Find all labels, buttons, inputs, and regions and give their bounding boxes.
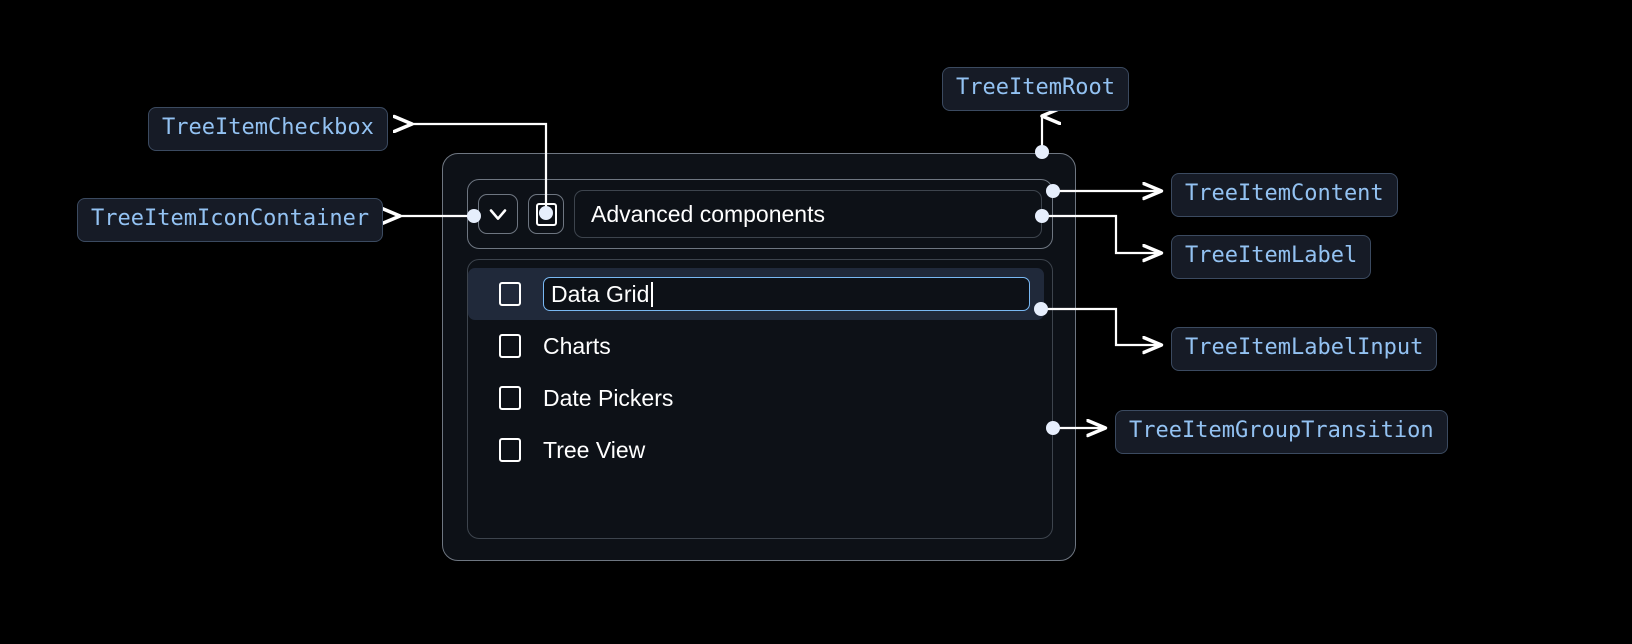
tree-item-content[interactable]: Advanced components: [467, 179, 1053, 249]
tree-item-row-date-pickers[interactable]: Date Pickers: [468, 372, 1052, 424]
badge-tree-item-label-input: TreeItemLabelInput: [1171, 327, 1438, 371]
tree-item-row-charts[interactable]: Charts: [468, 320, 1052, 372]
checkbox-unchecked-icon[interactable]: [499, 334, 521, 358]
tree-item-label-text: Charts: [543, 332, 611, 359]
tree-item-checkbox[interactable]: [528, 194, 564, 234]
chevron-down-icon: [484, 200, 512, 228]
tree-item-row-tree-view[interactable]: Tree View: [468, 424, 1052, 476]
tree-item-icon-container[interactable]: [478, 194, 518, 234]
tree-item-label[interactable]: Advanced components: [574, 190, 1042, 238]
tree-item-label-input[interactable]: Data Grid: [543, 277, 1030, 311]
tree-item-label-text: Advanced components: [591, 200, 825, 227]
badge-tree-item-group-transition: TreeItemGroupTransition: [1115, 410, 1448, 454]
tree-item-label-input-value: Data Grid: [551, 280, 650, 307]
checkbox-unchecked-icon[interactable]: [499, 386, 521, 410]
checkbox-unchecked-icon[interactable]: [499, 282, 521, 306]
badge-tree-item-icon-container: TreeItemIconContainer: [77, 198, 384, 242]
tree-item-row-data-grid[interactable]: Data Grid: [468, 268, 1044, 320]
badge-tree-item-checkbox: TreeItemCheckbox: [148, 107, 388, 151]
tree-item-label-text: Date Pickers: [543, 384, 674, 411]
tree-item-label-text: Tree View: [543, 436, 646, 463]
badge-tree-item-root: TreeItemRoot: [942, 67, 1129, 111]
tree-item-root[interactable]: Advanced components Data Grid Charts Dat…: [442, 153, 1076, 561]
tree-item-group-transition: Data Grid Charts Date Pickers Tree View: [467, 259, 1053, 539]
badge-tree-item-label: TreeItemLabel: [1171, 235, 1372, 279]
checkbox-unchecked-icon: [535, 202, 557, 226]
checkbox-unchecked-icon[interactable]: [499, 438, 521, 462]
badge-tree-item-content: TreeItemContent: [1171, 173, 1398, 217]
text-caret: [651, 281, 654, 307]
